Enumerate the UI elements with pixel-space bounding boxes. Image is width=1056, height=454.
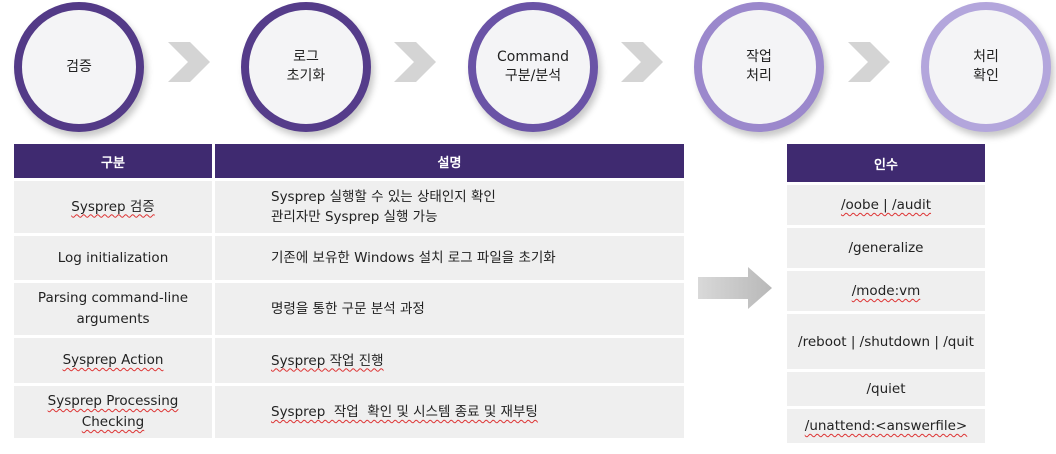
row-category-text: Sysprep 검증 [71,198,155,215]
argument-cell: /reboot | /shutdown | /quit [787,314,985,369]
table-row: /quiet [787,372,985,406]
column-header-description: 설명 [215,144,684,178]
row-category: Sysprep Action [14,338,215,383]
step-label: 검증 [66,58,92,75]
argument-text: /unattend:<answerfile> [804,418,968,434]
row-description: 명령을 통한 구문 분석 과정 [215,283,684,335]
row-description-text: Sysprep 실행할 수 있는 상태인지 확인 관리자만 Sysprep 실행… [271,189,496,225]
step-label: 작업 처리 [746,49,772,84]
row-category: Sysprep Processing Checking [14,386,215,438]
argument-text: /mode:vm [851,283,921,299]
argument-cell: /quiet [787,372,985,406]
step-log-init: 로그 초기화 [241,2,371,132]
row-description-text: Sysprep 작업 확인 및 시스템 종료 및 재부팅 [271,404,538,420]
table-row: Parsing command-line arguments 명령을 통한 구문… [14,283,684,335]
step-circle: 로그 초기화 [241,2,371,132]
step-processing-check: 처리 확인 [921,2,1051,132]
table-row: Sysprep Action Sysprep 작업 진행 [14,338,684,383]
argument-cell: /mode:vm [787,271,985,311]
chevron-right-icon [168,42,210,82]
table-row: /generalize [787,228,985,268]
argument-text: /oobe | /audit [840,197,932,213]
table-header-row: 구분 설명 [14,144,684,178]
step-label: Command 구분/분석 [497,49,569,84]
row-category: Log initialization [14,236,215,280]
step-task-processing: 작업 처리 [694,2,824,132]
table-row: Log initialization 기존에 보유한 Windows 설치 로그… [14,236,684,280]
step-label: 로그 초기화 [286,49,326,84]
step-circle: 작업 처리 [694,2,824,132]
table-row: Sysprep Processing Checking Sysprep 작업 확… [14,386,684,438]
row-category-text: Sysprep Processing Checking [47,393,179,430]
table-row: /mode:vm [787,271,985,311]
table-row: /oobe | /audit [787,185,985,225]
row-description: 기존에 보유한 Windows 설치 로그 파일을 초기화 [215,236,684,280]
chevron-right-icon [848,42,890,82]
row-category-text: Sysprep Action [62,352,164,368]
row-description: Sysprep 실행할 수 있는 상태인지 확인 관리자만 Sysprep 실행… [215,181,684,233]
row-description: Sysprep 작업 진행 [215,338,684,383]
arrow-right-icon [698,267,772,313]
argument-cell: /unattend:<answerfile> [787,409,985,443]
table-row: /unattend:<answerfile> [787,409,985,443]
step-label: 처리 확인 [973,49,999,84]
chevron-right-icon [621,42,663,82]
step-command-parse: Command 구분/분석 [468,2,598,132]
row-description: Sysprep 작업 확인 및 시스템 종료 및 재부팅 [215,386,684,438]
description-table: 구분 설명 Sysprep 검증 Sysprep 실행할 수 있는 상태인지 확… [14,141,684,441]
row-description-text: Sysprep 작업 진행 [271,352,384,369]
table-header-row: 인수 [787,144,985,182]
chevron-right-icon [394,42,436,82]
row-category-text: Parsing command-line arguments [37,290,189,327]
column-header-category: 구분 [14,144,215,178]
step-circle: 처리 확인 [921,2,1051,132]
table-row: Sysprep 검증 Sysprep 실행할 수 있는 상태인지 확인 관리자만… [14,181,684,233]
row-category: Parsing command-line arguments [14,283,215,335]
argument-cell: /oobe | /audit [787,185,985,225]
row-category: Sysprep 검증 [14,181,215,233]
arguments-table: 인수 /oobe | /audit /generalize /mode:vm /… [787,141,985,446]
column-header-arguments: 인수 [787,144,985,182]
step-circle: Command 구분/분석 [468,2,598,132]
argument-cell: /generalize [787,228,985,268]
table-row: /reboot | /shutdown | /quit [787,314,985,369]
step-circle: 검증 [14,2,144,132]
step-verify: 검증 [14,2,144,132]
